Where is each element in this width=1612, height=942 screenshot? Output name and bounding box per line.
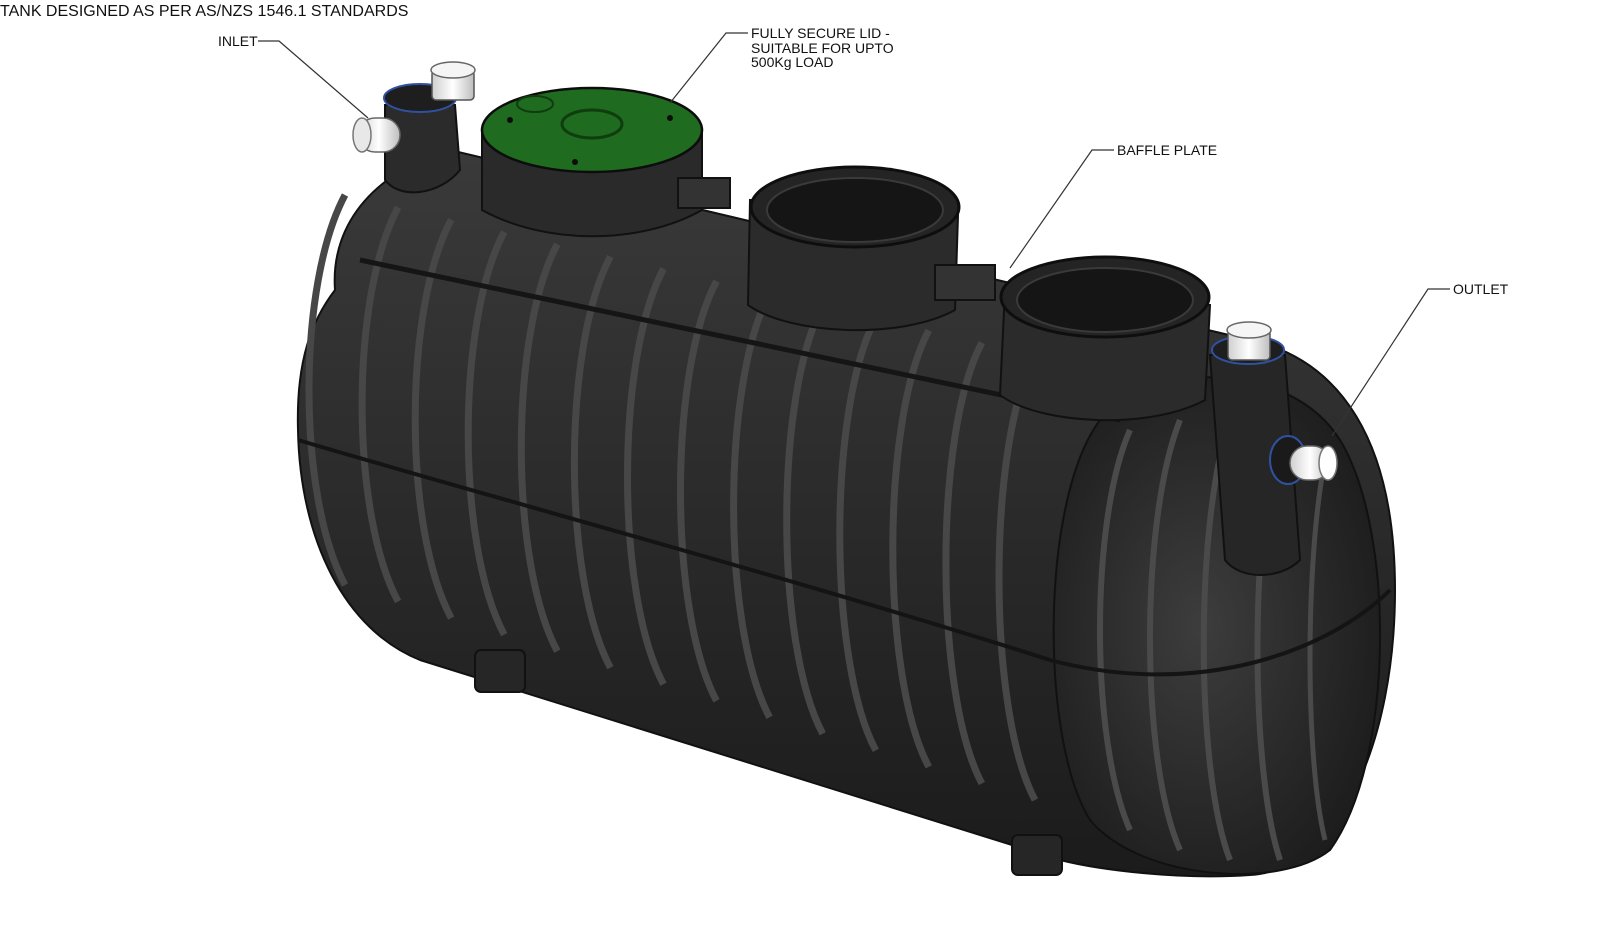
outlet-label: OUTLET — [1453, 281, 1509, 297]
right-access-riser — [998, 255, 1212, 422]
outlet-riser — [1208, 321, 1338, 576]
leader-lines — [258, 32, 1450, 437]
tank-rib — [570, 254, 614, 670]
tank-rib — [624, 267, 667, 686]
tank-rib — [730, 291, 773, 719]
inlet-leader — [258, 40, 369, 119]
secure-lid-label: FULLY SECURE LID - SUITABLE FOR UPTO 500… — [751, 25, 894, 70]
drawing-title: TANK DESIGNED AS PER AS/NZS 1546.1 STAND… — [0, 3, 409, 20]
tank-rib — [464, 230, 508, 637]
tank-rib — [517, 242, 561, 653]
baffle-plate-label: BAFFLE PLATE — [1117, 142, 1218, 158]
baffle-leader — [1009, 149, 1114, 269]
secure-lid-riser — [480, 86, 704, 238]
inlet-riser — [352, 61, 476, 194]
tank-rib — [411, 217, 455, 620]
baffle-plate-bracket — [677, 177, 996, 301]
inlet-label: INLET — [218, 33, 258, 49]
tank-rib — [677, 279, 720, 703]
tank-rib — [783, 304, 826, 736]
tank-rib — [305, 193, 349, 587]
middle-access-riser — [746, 165, 961, 332]
tank-rib — [358, 205, 402, 604]
outlet-leader — [1331, 288, 1450, 437]
lid-leader — [669, 32, 748, 104]
